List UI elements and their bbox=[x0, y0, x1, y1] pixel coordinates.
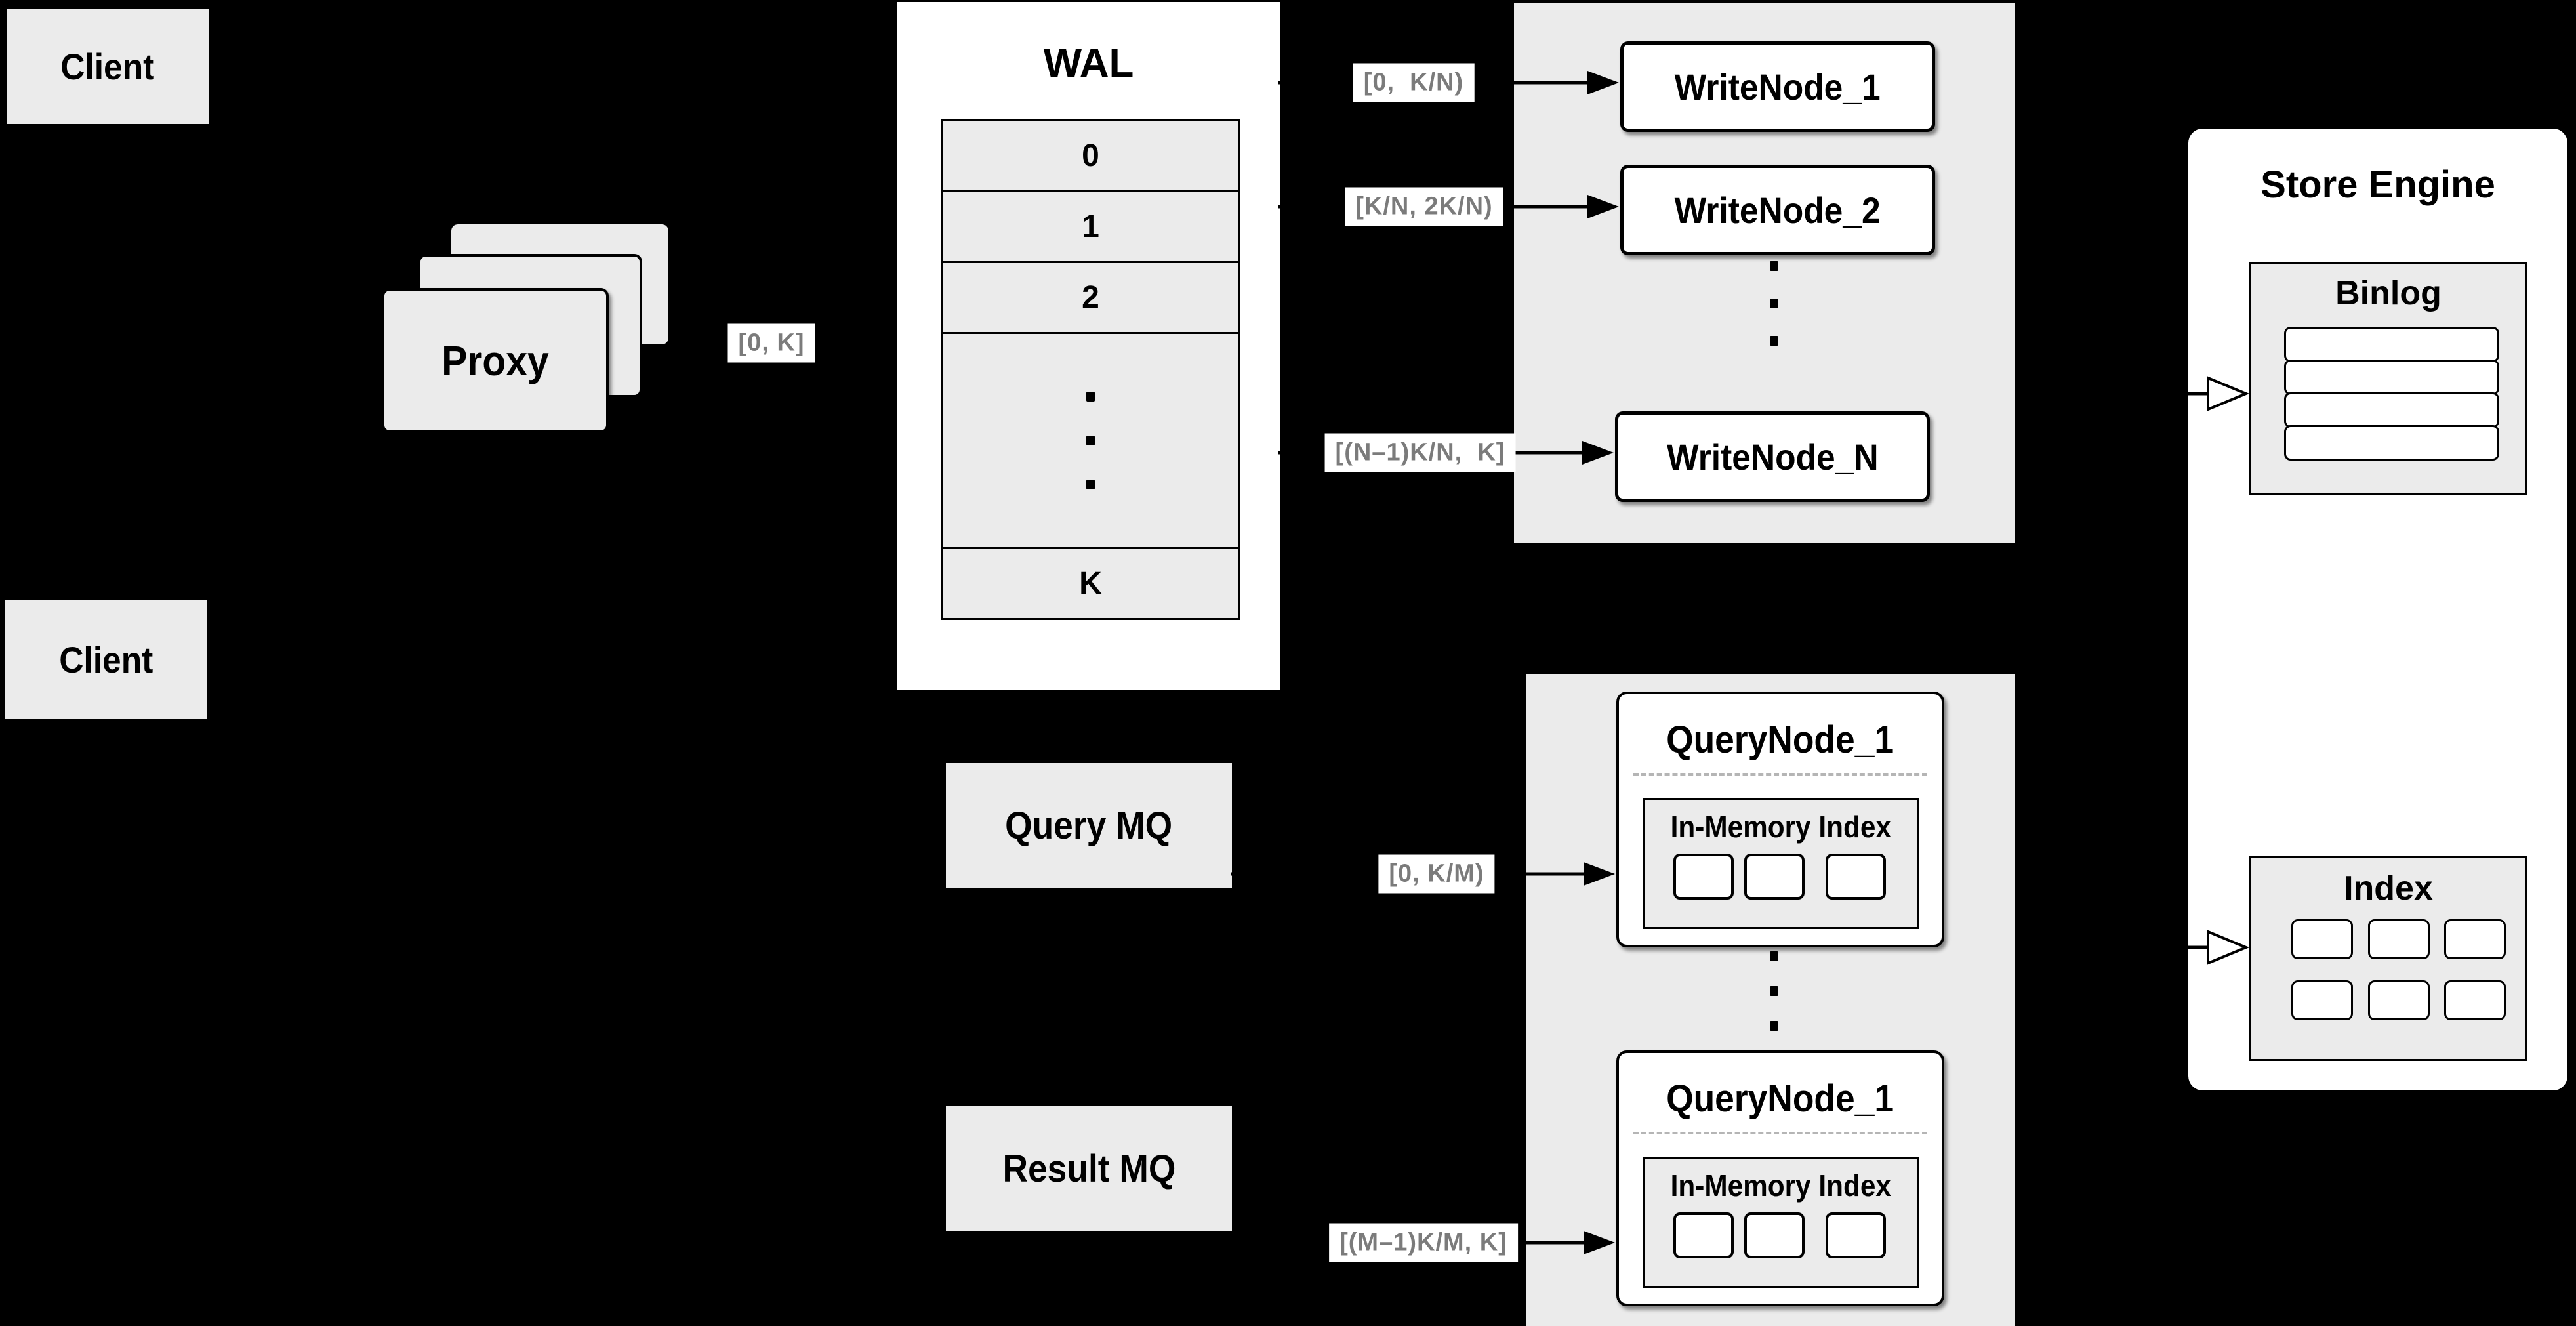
range-chip-querynode-top: [0, K/M) bbox=[1378, 854, 1495, 894]
writenode-ellipsis bbox=[1770, 261, 1778, 346]
in-memory-index-label-top: In-Memory Index bbox=[1670, 810, 1892, 844]
in-memory-index-label-bottom: In-Memory Index bbox=[1670, 1169, 1892, 1203]
querynode-ellipsis bbox=[1770, 951, 1778, 1031]
client-bottom-label: Client bbox=[59, 638, 153, 680]
ellipsis-dot bbox=[1086, 436, 1095, 445]
wal-ellipsis-row bbox=[941, 332, 1240, 549]
wal-segment-row-2: 2 bbox=[941, 261, 1240, 334]
index-cell bbox=[2368, 919, 2430, 959]
index-cell bbox=[2444, 919, 2506, 959]
wal-title: WAL bbox=[1043, 41, 1134, 86]
store-engine-title: Store Engine bbox=[2260, 163, 2495, 206]
index-title-row: Index bbox=[2251, 869, 2525, 908]
range-chip-proxy-wal: [0, K] bbox=[727, 323, 815, 363]
writenode-2-label: WriteNode_2 bbox=[1675, 189, 1881, 231]
index-box: Index bbox=[2249, 856, 2527, 1061]
querynode-divider bbox=[1633, 773, 1927, 776]
result-mq-label: Result MQ bbox=[1002, 1147, 1176, 1190]
wal-segment-row-1: 1 bbox=[941, 190, 1240, 263]
in-memory-index-title-row: In-Memory Index bbox=[1645, 1168, 1917, 1203]
ellipsis-dot bbox=[1770, 1021, 1778, 1031]
range-chip-writenode-2: [K/N, 2K/N) bbox=[1345, 187, 1503, 226]
ellipsis-dot bbox=[1770, 299, 1778, 308]
wal-panel: WAL 0 1 2 K bbox=[897, 2, 1280, 690]
querynode-top-title-row: QueryNode_1 bbox=[1619, 718, 1942, 762]
index-segment-cell bbox=[1744, 1212, 1805, 1258]
ellipsis-dot bbox=[1770, 951, 1778, 961]
writenode-2-box: WriteNode_2 bbox=[1620, 165, 1935, 255]
wal-log-table: 0 1 2 K bbox=[941, 119, 1240, 620]
wal-title-row: WAL bbox=[897, 40, 1280, 87]
proxy-label: Proxy bbox=[441, 337, 549, 384]
store-engine-panel: Store Engine Binlog Index bbox=[2188, 129, 2567, 1090]
index-title: Index bbox=[2344, 869, 2433, 907]
binlog-row bbox=[2284, 327, 2499, 362]
range-chip-writenode-1: [0, K/N) bbox=[1353, 63, 1475, 102]
index-segment-cell bbox=[1673, 1212, 1734, 1258]
index-cell bbox=[2291, 919, 2353, 959]
proxy-card-front: Proxy bbox=[382, 288, 609, 433]
query-mq-label: Query MQ bbox=[1005, 804, 1173, 847]
index-segment-cell bbox=[1826, 1212, 1886, 1258]
index-segment-cell bbox=[1673, 854, 1734, 900]
ellipsis-dot bbox=[1086, 480, 1095, 489]
wal-segment-row-k: K bbox=[941, 547, 1240, 620]
range-chip-querynode-bottom: [(M–1)K/M, K] bbox=[1329, 1223, 1518, 1262]
in-memory-index-title-row: In-Memory Index bbox=[1645, 809, 1917, 844]
result-mq-box: Result MQ bbox=[946, 1106, 1232, 1231]
writenode-n-label: WriteNode_N bbox=[1666, 436, 1879, 478]
binlog-row bbox=[2284, 425, 2499, 461]
index-cell bbox=[2368, 980, 2430, 1020]
index-segment-cell bbox=[1826, 854, 1886, 900]
querynode-bottom-title-row: QueryNode_1 bbox=[1619, 1077, 1942, 1121]
binlog-row bbox=[2284, 392, 2499, 428]
binlog-row bbox=[2284, 360, 2499, 395]
client-box-bottom: Client bbox=[5, 600, 207, 719]
querynode-bottom-box: QueryNode_1 In-Memory Index bbox=[1616, 1050, 1944, 1306]
querynode-top-box: QueryNode_1 In-Memory Index bbox=[1616, 692, 1944, 947]
proxy-stack: Proxy bbox=[382, 224, 670, 433]
wal-segment-row-0: 0 bbox=[941, 119, 1240, 192]
range-chip-writenode-n: [(N–1)K/N, K] bbox=[1324, 433, 1516, 472]
index-cell bbox=[2444, 980, 2506, 1020]
ellipsis-dot bbox=[1770, 261, 1778, 271]
binlog-box: Binlog bbox=[2249, 262, 2527, 495]
querynode-divider bbox=[1633, 1132, 1927, 1134]
query-mq-box: Query MQ bbox=[946, 763, 1232, 888]
ellipsis-dot bbox=[1770, 986, 1778, 996]
querynode-bottom-title: QueryNode_1 bbox=[1666, 1077, 1894, 1120]
index-cell bbox=[2291, 980, 2353, 1020]
in-memory-index-box-bottom: In-Memory Index bbox=[1643, 1157, 1919, 1288]
binlog-title-row: Binlog bbox=[2251, 274, 2525, 313]
writenode-1-label: WriteNode_1 bbox=[1675, 66, 1881, 108]
querynode-top-title: QueryNode_1 bbox=[1666, 718, 1894, 761]
store-engine-title-row: Store Engine bbox=[2188, 163, 2567, 207]
writenode-1-box: WriteNode_1 bbox=[1620, 41, 1935, 132]
client-top-label: Client bbox=[60, 46, 155, 87]
writenode-n-box: WriteNode_N bbox=[1615, 411, 1930, 502]
binlog-title: Binlog bbox=[2335, 274, 2442, 312]
in-memory-index-box-top: In-Memory Index bbox=[1643, 798, 1919, 929]
ellipsis-dot bbox=[1770, 336, 1778, 346]
ellipsis-dot bbox=[1086, 392, 1095, 402]
index-segment-cell bbox=[1744, 854, 1805, 900]
client-box-top: Client bbox=[7, 9, 209, 124]
